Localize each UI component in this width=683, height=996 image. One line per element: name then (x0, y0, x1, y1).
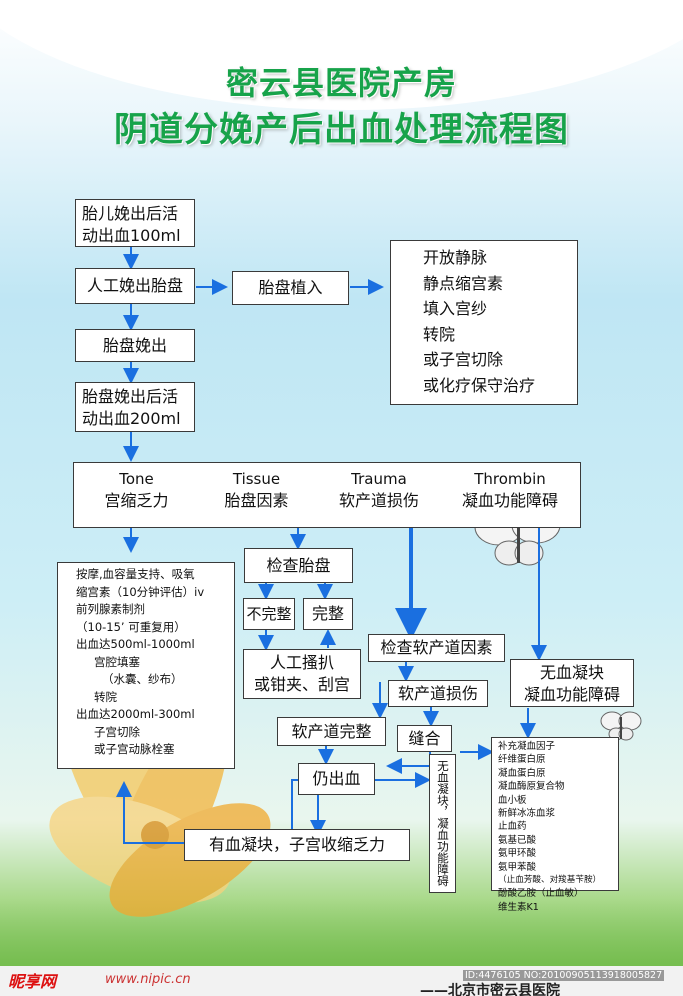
treatment-item: 补充凝血因子 (498, 741, 556, 752)
treatment-item: 氨甲苯酸 (498, 861, 537, 873)
placenta-accreta-box: 胎盘植入 (232, 271, 349, 305)
suture-box: 缝合 (397, 725, 452, 752)
still-bleeding-box: 仍出血 (298, 763, 375, 795)
grass (0, 900, 683, 970)
placenta-complete-box: 完整 (303, 598, 353, 630)
birth-canal-injury-box: 软产道损伤 (388, 680, 488, 707)
cause-tissue: Tissue 胎盘因素 (194, 469, 319, 512)
tone-step: 按摩,血容量支持、吸氧 (76, 567, 195, 581)
cause-cn: 宫缩乏力 (104, 491, 169, 510)
cause-cn: 胎盘因素 (224, 491, 289, 510)
box-line: 动出血100ml (82, 226, 181, 245)
four-t-causes-box: Tone 宫缩乏力 Tissue 胎盘因素 Trauma 软产道损伤 Throm… (73, 462, 581, 528)
tone-step: 转院 (94, 689, 117, 704)
title-line-2: 阴道分娩产后出血处理流程图 (114, 110, 569, 150)
box-line: 人工搔扒 (269, 653, 334, 672)
tone-step: 子宫切除 (94, 724, 140, 739)
placenta-delivered-box: 胎盘娩出 (75, 329, 195, 362)
treatment-item: 静点缩宫素 (423, 273, 504, 293)
box-line: 或钳夹、刮宫 (253, 675, 350, 694)
hospital-name: ——北京市密云县医院 (420, 983, 560, 996)
clot-uterine-atony-box: 有血凝块，子宫收缩乏力 (184, 829, 410, 861)
tone-step: 缩宫素（10分钟评估）iv (76, 584, 205, 599)
treatment-item: 止血药 (498, 821, 527, 833)
treatment-item: 氨基已酸 (498, 834, 537, 846)
accreta-treatment-box: 开放静脉 静点缩宫素 填入宫纱 转院 或子宫切除 或化疗保守治疗 (390, 240, 578, 405)
check-placenta-box: 检查胎盘 (244, 548, 353, 583)
treatment-item: 维生素K1 (498, 901, 539, 913)
birth-canal-intact-box: 软产道完整 (277, 717, 386, 746)
watermark-logo: 昵享网 (8, 972, 57, 991)
watermark-url: www.nipic.cn (105, 972, 191, 987)
tone-step: 出血达2000ml-300ml (76, 707, 195, 721)
tone-treatment-box: 按摩,血容量支持、吸氧 缩宫素（10分钟评估）iv 前列腺素制剂 （10-15’… (57, 562, 235, 769)
tone-step: （水囊、纱布） (102, 672, 183, 686)
tone-step: 宫腔填塞 (94, 654, 140, 669)
butterfly-small-icon (600, 711, 642, 741)
treatment-item: 填入宫纱 (423, 299, 488, 318)
treatment-item: 酚酸乙胺（止血敏） (498, 888, 584, 900)
cause-tone: Tone 宫缩乏力 (74, 469, 199, 512)
box-line: 凝血功能障碍 (523, 685, 620, 704)
manual-placenta-removal-box: 人工娩出胎盘 (75, 268, 195, 304)
tone-step: 前列腺素制剂 (76, 602, 145, 616)
box-line: 胎盘娩出后活 (82, 387, 179, 406)
cause-thrombin: Thrombin 凝血功能障碍 (442, 469, 578, 512)
box-line: 无血凝块 (539, 663, 604, 682)
cause-en: Tissue (232, 470, 281, 488)
no-clot-coagulopathy-box: 无血凝块 凝血功能障碍 (510, 659, 634, 707)
treatment-item: 凝血蛋白原 (498, 767, 546, 779)
check-birth-canal-box: 检查软产道因素 (368, 634, 505, 662)
box-line: 动出血200ml (82, 409, 181, 428)
cause-cn: 软产道损伤 (338, 491, 419, 510)
tone-step: 出血达500ml-1000ml (76, 637, 195, 651)
cause-en: Thrombin (474, 470, 546, 488)
box-line: 胎儿娩出后活 (82, 204, 179, 223)
placenta-incomplete-box: 不完整 (243, 598, 295, 630)
treatment-item: 开放静脉 (423, 248, 488, 267)
treatment-item: 血小板 (498, 794, 527, 806)
treatment-item: （止血芳酸、对羧基苄胺） (498, 875, 602, 886)
treatment-item: 纤维蛋白原 (498, 754, 546, 766)
afterbirth-bleeding-200ml-box: 胎盘娩出后活 动出血200ml (75, 382, 195, 432)
treatment-item: 或子宫切除 (423, 350, 504, 369)
manual-curettage-box: 人工搔扒 或钳夹、刮宫 (243, 649, 361, 699)
treatment-item: 转院 (423, 324, 456, 344)
cause-en: Tone (119, 470, 154, 488)
treatment-item: 氨甲环酸 (498, 848, 537, 860)
tone-step: （10-15’ 可重复用） (76, 619, 186, 634)
afterbirth-bleeding-100ml-box: 胎儿娩出后活 动出血100ml (75, 199, 195, 247)
image-id-text: ID:4476105 NO:20100905113918005827 (463, 970, 665, 981)
treatment-item: 凝血酶原复合物 (498, 781, 565, 793)
title-line-1: 密云县医院产房 (225, 64, 457, 102)
treatment-item: 或化疗保守治疗 (423, 375, 536, 395)
cause-en: Trauma (351, 470, 407, 488)
cause-trauma: Trauma 软产道损伤 (314, 469, 444, 512)
tone-step: 或子宫动脉栓塞 (94, 742, 175, 756)
treatment-item: 新鲜冰冻血浆 (498, 808, 556, 820)
cause-cn: 凝血功能障碍 (461, 491, 558, 510)
coagulation-treatment-box: 补充凝血因子 纤维蛋白原 凝血蛋白原 凝血酶原复合物 血小板 新鲜冰冻血浆 止血… (491, 737, 619, 913)
no-clot-coagulopathy-vertical-box: 无血凝块，凝血功能障碍 (429, 754, 456, 893)
